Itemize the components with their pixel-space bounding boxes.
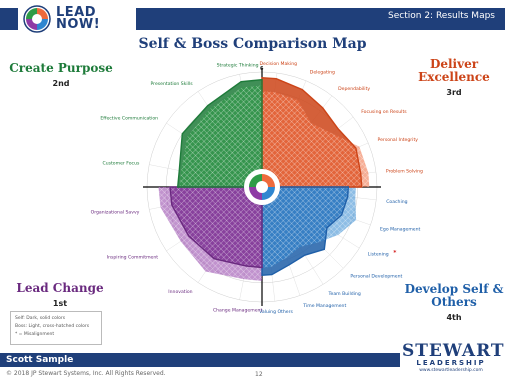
axis-label: Organizational Savvy [91,209,140,215]
boss-crosshatch-create [179,85,262,187]
quadrant-title-deliver-excellence: Deliver Excellence 3rd [408,58,500,99]
axis-label: Strategic Thinking [217,62,259,68]
axis-label: Team Building [328,291,361,297]
logo-line-1: LEAD [56,5,97,20]
axis-label: Personal Development [350,273,402,279]
legend-boss: Boss: Light, cross-hatched colors [15,324,90,329]
axis-max-label: 6 [260,66,264,72]
footer-bar [0,353,400,367]
quadrant-title-lead-change: Lead Change 1st [10,282,110,310]
axis-label: Innovation [168,289,192,295]
section-label: Section 2: Results Maps [388,11,495,21]
quadrant-lead-change-label: Lead Change [16,281,104,295]
axis-label: Ego Management [380,226,421,232]
self-outline-lead [169,186,263,269]
quadrant-lead-change-rank: 1st [52,299,68,308]
quadrant-deliver-excellence-rank: 3rd [446,88,462,97]
axis-label: Valuing Others [259,309,293,315]
quadrant-develop-self-others-rank: 4th [446,313,462,322]
self-outline-develop [261,186,350,276]
quadrant-title-create-purpose: Create Purpose 2nd [6,62,116,90]
axis-label: Focusing on Results [361,109,407,115]
axis-label: Customer Focus [102,161,140,167]
boss-crosshatch-develop [262,187,357,268]
boss-crosshatch-lead [158,187,262,281]
legend-box: Self: Dark, solid colors Boss: Light, cr… [10,311,102,345]
axis-label: Effective Communication [100,116,158,122]
brand-sub: LEADERSHIP [416,359,486,367]
page-title: Self & Boss Comparison Map [138,36,367,52]
lead-now-logo-icon [23,5,51,33]
axis-label: Coaching [386,199,407,205]
copyright: © 2018 JP Stewart Systems, Inc. All Righ… [6,370,166,377]
axis-label: Time Management [302,303,346,309]
axis-label: Personal Integrity [378,137,419,143]
axis-label: Dependability [338,86,370,92]
self-areas [169,76,363,276]
quadrant-create-purpose-label: Create Purpose [9,61,113,75]
logo-wordmark: LEAD NOW! [56,5,101,32]
boss-crosshatch-deliver [262,91,370,187]
participant-name: Scott Sample [6,355,74,365]
logo-line-2: NOW! [56,17,101,32]
axis-label: Listening [368,252,389,258]
center-logo-hole [256,181,268,193]
legend-misalignment: * = Misalignment [15,332,55,337]
axis-label: Decision Making [260,61,298,67]
legend-self: Self: Dark, solid colors [15,316,66,321]
quadrant-title-develop-self-others: Develop Self & Others 4th [404,283,504,324]
page-number: 12 [255,371,263,378]
boss-areas [158,77,370,281]
self-outline-create [176,78,263,188]
brand-url: www.stewartleadership.com [419,368,483,373]
quadrant-develop-self-others-label: Develop Self & Others [404,282,504,309]
axis-label: Presentation Skills [150,81,193,87]
stewart-leadership-logo: STEWART LEADERSHIP www.stewartleadership… [402,341,505,382]
center-logo-icon [244,169,280,205]
self-outline-deliver [261,76,363,188]
brand-main: STEWART [402,341,505,361]
axis-label: Delegating [310,70,335,76]
axis-label: Inspiring Commitment [107,254,159,260]
lead-now-logo: LEAD NOW! [18,2,136,36]
axis-labels: Decision MakingDelegatingDependabilityFo… [91,61,423,315]
misalignment-marker: * [393,250,397,257]
axis-label: Problem Solving [386,169,423,175]
axis-label: Change Management [213,308,263,314]
quadrant-create-purpose-rank: 2nd [52,79,70,88]
quadrant-deliver-excellence-label: Deliver Excellence [418,57,490,84]
